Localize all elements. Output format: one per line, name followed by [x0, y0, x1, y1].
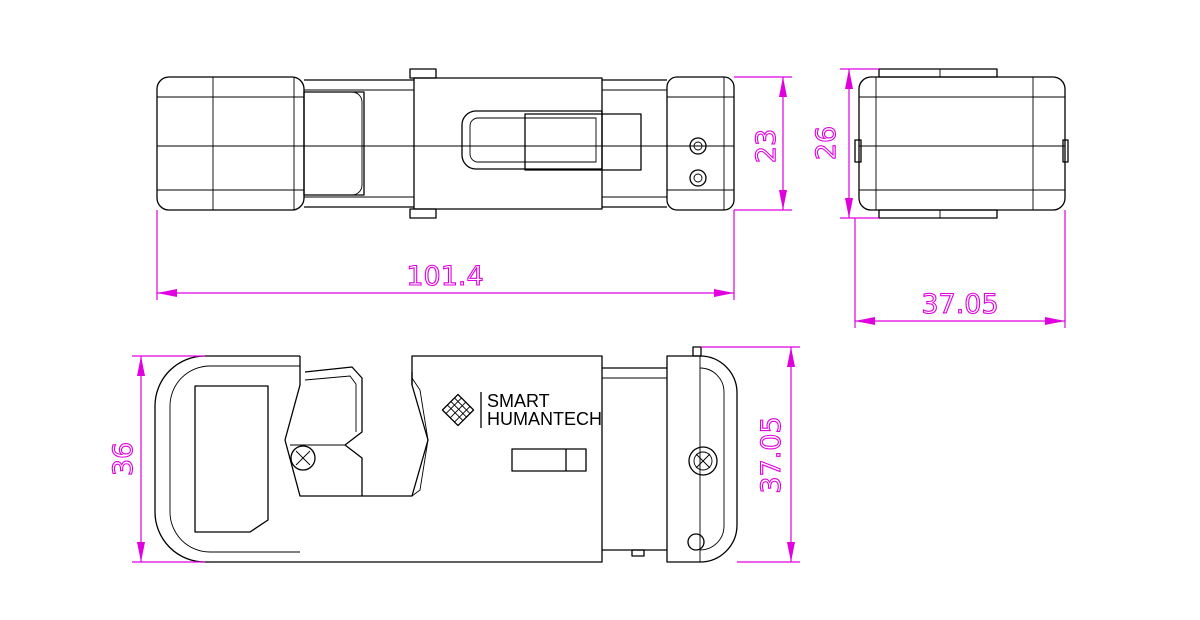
logo-icon	[441, 393, 475, 427]
front-view: SMART HUMANTECH	[154, 346, 738, 563]
top-view	[156, 68, 735, 219]
dimension-label-front-height: 36	[108, 442, 139, 476]
dimension-front-height: 36	[107, 355, 205, 563]
dimension-top-height: 23	[734, 76, 792, 211]
dimension-label-top-height: 23	[751, 129, 782, 163]
dimension-front-right-height: 37.05	[701, 346, 800, 563]
dimension-label-top-length: 101.4	[406, 261, 483, 292]
side-view	[854, 68, 1069, 219]
dimension-label-side-width: 37.05	[921, 289, 998, 320]
dimension-label-front-right-height: 37.05	[756, 416, 787, 493]
brand-line2: HUMANTECH	[487, 409, 602, 429]
dimension-side-height: 26	[810, 68, 879, 219]
dimension-label-side-height: 26	[811, 126, 842, 160]
brand-line1: SMART	[487, 391, 550, 411]
dimension-side-width: 37.05	[854, 210, 1066, 328]
dimension-top-length: 101.4	[156, 210, 735, 300]
